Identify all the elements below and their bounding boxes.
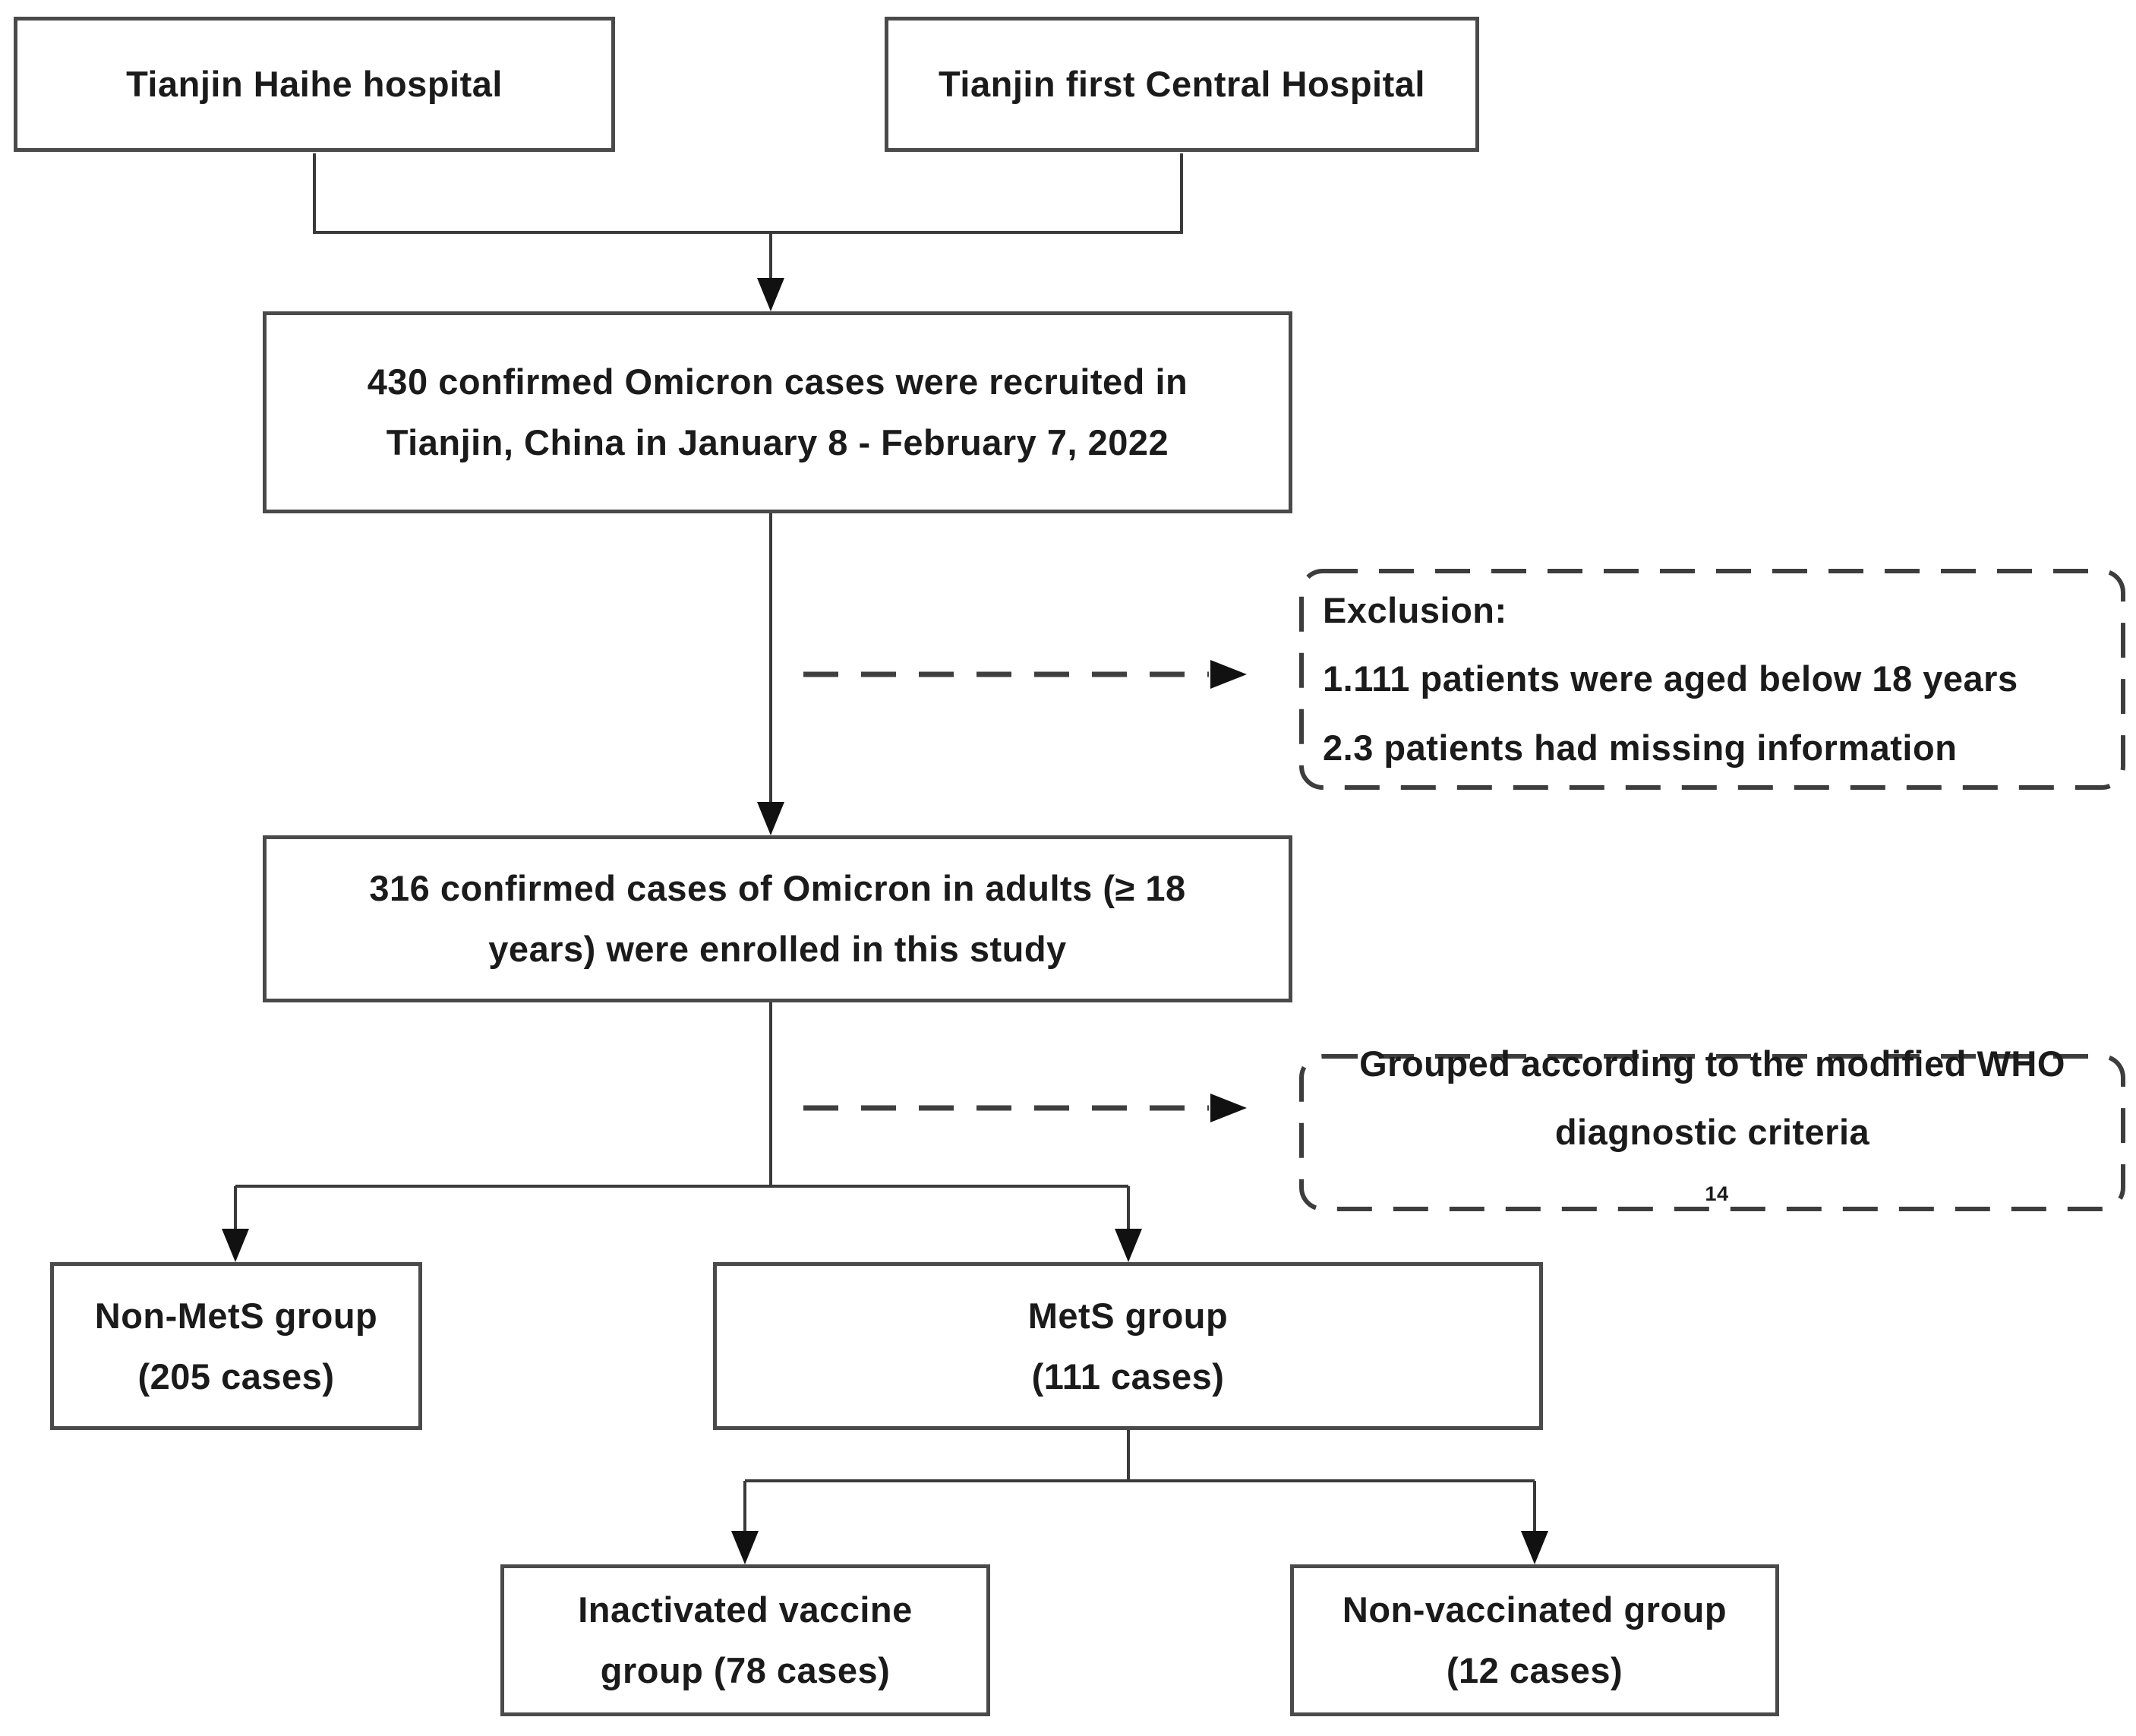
node-vaccine-line1: Inactivated vaccine [578,1589,913,1630]
node-hospital-haihe: Tianjin Haihe hospital [14,17,615,152]
hospital-merge-connector [313,153,1183,281]
arrowhead-into-non-mets [222,1229,249,1262]
exclusion-item-2: 2.3 patients had missing information [1323,727,1958,768]
dashed-arrowhead-grouping [1210,1094,1247,1122]
solid-connectors [234,153,1536,1532]
node-mets-line1: MetS group [1027,1295,1229,1336]
grouping-citation-superscript: 14 [1705,1181,1729,1205]
node-non-vaccinated-group: Non-vaccinated group (12 cases) [1290,1564,1779,1716]
node-hospital-central: Tianjin first Central Hospital [885,17,1479,152]
node-enrolled-cases: 316 confirmed cases of Omicron in adults… [263,835,1292,1002]
node-hospital-haihe-label: Tianjin Haihe hospital [126,64,503,105]
arrowheads [222,278,1548,1564]
arrowhead-into-enrolled [757,802,784,835]
grouping-dashed-box [1299,1054,2125,1211]
node-non-mets-line2: (205 cases) [137,1356,335,1397]
node-recruited-cases: 430 confirmed Omicron cases were recruit… [263,311,1292,513]
exclusion-title: Exclusion: [1323,590,1507,631]
node-vaccine-line2: group (78 cases) [600,1650,891,1690]
node-hospital-central-label: Tianjin first Central Hospital [939,64,1425,105]
node-grouping-note: Grouped according to the modified WHO di… [1301,1043,2123,1209]
mets-to-branch-connector [743,1430,1536,1532]
arrowhead-into-recruited [757,278,784,311]
node-recruited-line1: 430 confirmed Omicron cases were recruit… [367,361,1188,402]
dashed-arrowhead-exclusion [1210,660,1247,689]
node-vaccine-group: Inactivated vaccine group (78 cases) [500,1564,990,1716]
enrolled-to-branch-connector [234,1002,1130,1230]
exclusion-item-1: 1.111 patients were aged below 18 years [1323,658,2018,699]
dashed-arrowheads [1210,660,1247,1122]
node-recruited-line2: Tianjin, China in January 8 - February 7… [386,422,1169,462]
arrowhead-into-mets [1115,1229,1142,1262]
exclusion-dashed-box [1299,569,2125,790]
node-mets-line2: (111 cases) [1031,1356,1225,1397]
node-enrolled-line1: 316 confirmed cases of Omicron in adults… [369,868,1186,909]
arrowhead-into-non-vaccinated [1521,1531,1548,1564]
grouping-line1: Grouped according to the modified WHO [1359,1043,2065,1084]
grouping-line2-text: diagnostic criteria [1554,1112,1870,1153]
dashed-arrows [803,671,1209,1111]
node-non-mets-line1: Non-MetS group [94,1295,378,1336]
node-mets-group: MetS group (111 cases) [713,1262,1543,1430]
grouping-line2: diagnostic criteria 14 [1555,1098,1869,1235]
node-exclusion-note: Exclusion: 1.111 patients were aged belo… [1301,571,2123,788]
node-non-vaccinated-line2: (12 cases) [1446,1650,1623,1690]
node-non-vaccinated-line1: Non-vaccinated group [1342,1589,1727,1630]
node-non-mets-group: Non-MetS group (205 cases) [50,1262,422,1430]
node-enrolled-line2: years) were enrolled in this study [488,929,1067,969]
arrowhead-into-vaccine [731,1531,759,1564]
